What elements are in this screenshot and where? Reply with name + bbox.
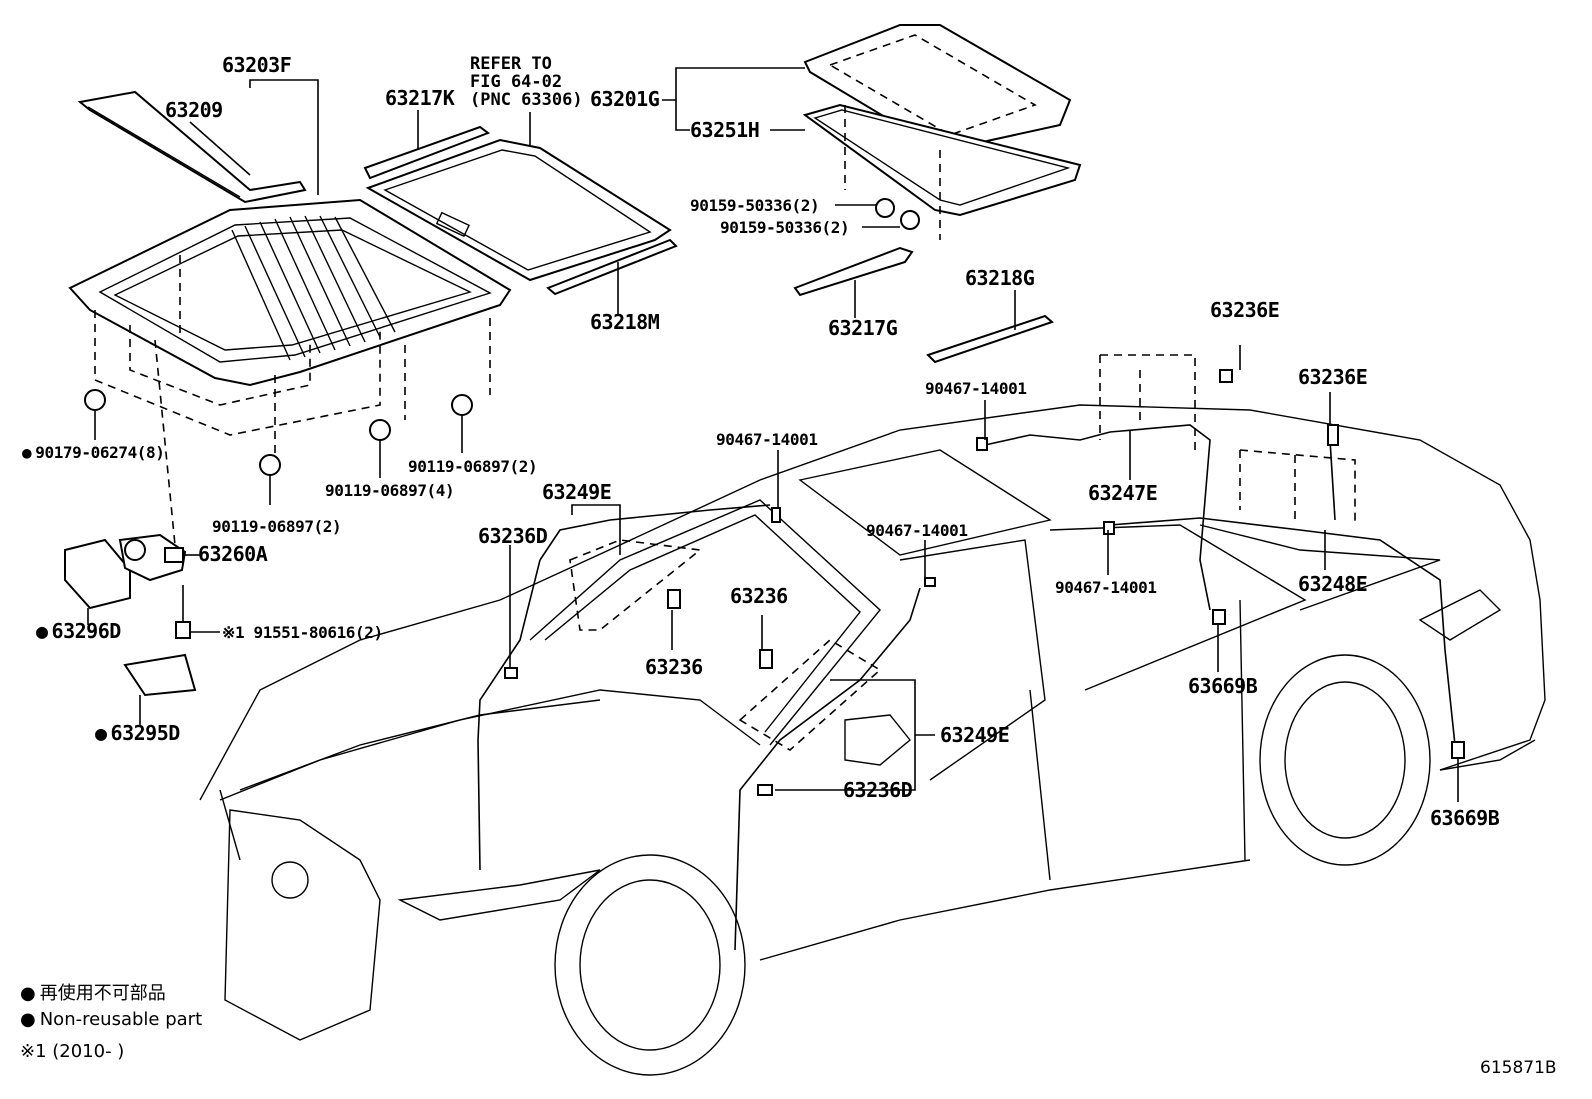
refer-line-3: (PNC 63306) [470,90,583,110]
strip-63217K [363,125,491,180]
label-91551: ※1 91551-80616(2) [222,623,383,642]
legend-english-text: Non-reusable part [39,1009,203,1030]
label-90467-b: 90467-14001 [716,430,818,449]
label-90467-c: 90467-14001 [866,521,968,540]
label-90119-2b: 90119-06897(2) [212,517,342,536]
label-90159-a: 90159-50336(2) [690,196,820,215]
label-63295D-text: 63295D [110,721,181,745]
drain-hoses [477,424,1456,951]
label-63236D-a: 63236D [478,524,548,548]
label-63236-b: 63236 [645,655,703,679]
label-63236E-b: 63236E [1298,365,1368,389]
non-reusable-dot [95,721,111,745]
glass-panel [365,138,672,282]
legend-dot-icon [20,983,40,1004]
housing-fasteners [84,389,473,505]
legend-japanese-text: 再使用不可部品 [39,983,166,1004]
label-90119-2a: 90119-06897(2) [408,457,538,476]
refer-line-1: REFER TO [470,54,552,74]
label-90467-a: 90467-14001 [925,379,1027,398]
figure-id: 615871B [1480,1058,1557,1078]
label-90467-d: 90467-14001 [1055,578,1157,597]
label-63247E: 63247E [1088,481,1158,505]
label-63236-a: 63236 [730,584,788,608]
label-90159-b: 90159-50336(2) [720,218,850,237]
motor-assembly [64,533,220,725]
legend-english: Non-reusable part [20,1009,203,1030]
rail-63209 [77,90,307,204]
label-63203F: 63203F [222,53,292,77]
car-body-outline [199,404,1546,1076]
label-63236E-a: 63236E [1210,298,1280,322]
label-63669B-b: 63669B [1430,806,1500,830]
legend-japanese: 再使用不可部品 [20,983,166,1004]
label-63251H: 63251H [690,118,760,142]
label-63218G: 63218G [965,266,1035,290]
sunroof-glass-63201G [802,24,1082,217]
label-63209: 63209 [165,98,223,122]
label-63296D: 63296D [36,619,122,643]
label-63218M: 63218M [590,310,660,334]
label-63296D-text: 63296D [51,619,122,643]
legend-dot-icon [20,1009,40,1030]
label-90179: 90179-06274(8) [22,443,165,462]
label-63201G: 63201G [590,87,660,111]
label-63248E: 63248E [1298,572,1368,596]
legend-note: ※1 (2010- ) [20,1041,125,1062]
non-reusable-dot [36,619,52,643]
refer-note: REFER TO FIG 64-02 (PNC 63306) [470,55,583,109]
sunroof-housing [68,198,512,387]
label-63669B-a: 63669B [1188,674,1258,698]
label-63295D: 63295D [95,721,181,745]
non-reusable-dot [22,443,35,462]
label-90179-text: 90179-06274(8) [35,443,165,462]
label-63260A: 63260A [198,542,268,566]
refer-line-2: FIG 64-02 [470,72,563,92]
label-63236D-b: 63236D [843,778,913,802]
label-90119-4: 90119-06897(4) [325,481,455,500]
label-63217K: 63217K [385,86,455,110]
label-63249E-a: 63249E [542,480,612,504]
label-63249E-b: 63249E [940,723,1010,747]
label-63217G: 63217G [828,316,898,340]
